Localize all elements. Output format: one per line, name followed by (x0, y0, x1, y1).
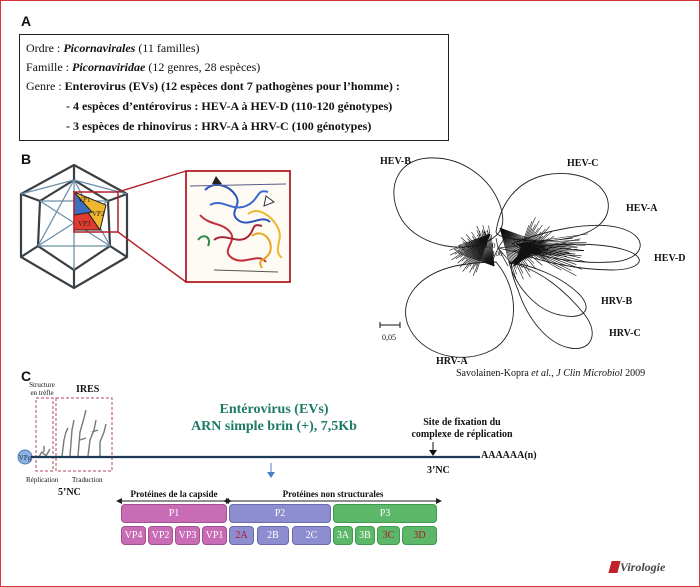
panel-label-a: A (21, 13, 32, 29)
protein-3b: 3B (355, 526, 375, 545)
tree-leaf-branch (499, 227, 517, 281)
tree-leaf-branch (499, 227, 529, 267)
tree-leaf-branch (482, 225, 495, 267)
tree-leaf-branch (499, 227, 530, 272)
scale-bar (379, 322, 401, 328)
tree-leaf-fans (449, 217, 589, 281)
bootstrap-label: 100 (492, 250, 503, 258)
clade-label-hrv-a: HRV-A (436, 356, 468, 367)
vp2-protein: VP2 (148, 526, 173, 545)
tree-leaf-branch (471, 231, 495, 267)
protein-3c: 3C (377, 526, 400, 545)
tree-leaf-branch (488, 225, 495, 267)
zoom-source-box (73, 191, 119, 233)
replication-label: Réplication (26, 476, 59, 484)
cloverleaf-label: Structure en trèfle (29, 381, 55, 397)
nonstructural-proteins-label: Protéines non structurales (282, 489, 384, 499)
five-nc-label: 5’NC (58, 487, 81, 498)
p2-region: P2 (229, 504, 331, 523)
p2-label: P2 (274, 508, 286, 519)
tree-leaf-branch (476, 225, 495, 267)
vp4-protein: VP4 (121, 526, 146, 545)
clade-outline-hev-a (511, 225, 641, 263)
vp1-protein: VP1 (202, 526, 227, 545)
taxonomy-ordre: Ordre : Picornavirales (11 familles) (26, 41, 200, 55)
genome-title-1: Entérovirus (EVs) (219, 402, 329, 417)
panel-label-c: C (21, 368, 32, 384)
tree-citation: Savolainen-Kopra et al., J Clin Microbio… (456, 368, 646, 379)
p1-label: P1 (168, 508, 180, 519)
capsid-vp2-label: VP2 (92, 210, 105, 218)
clade-outline-hev-b (393, 157, 504, 248)
p1-region: P1 (121, 504, 227, 523)
replication-site-label: Site de fixation du complexe de réplicat… (411, 417, 513, 440)
tree-leaf-branch (465, 234, 495, 267)
vpg-label: VPg (19, 454, 32, 462)
translation-arrow-head (267, 472, 275, 478)
bootstrap-label: 100 (485, 242, 496, 250)
tree-leaf-branch (499, 227, 524, 280)
scale-bar-label: 0,05 (382, 333, 396, 342)
capsid-vp3-label: VP3 (78, 220, 91, 228)
polya-tail-label: AAAAAA(n) (481, 450, 537, 461)
taxonomy-enterovirus-species: - 4 espèces d’entérovirus : HEV-A à HEV-… (66, 99, 393, 113)
capsid-vp1-label: VP1 (78, 196, 91, 204)
bootstrap-label: 100 (513, 237, 524, 245)
protein-2c: 2C (292, 526, 331, 545)
p3-label: P3 (379, 508, 391, 519)
taxonomy-famille: Famille : Picornaviridae (12 genres, 28 … (26, 60, 261, 74)
clade-label-hrv-c: HRV-C (609, 328, 641, 339)
genome-title-2: ARN simple brin (+), 7,5Kb (191, 419, 357, 434)
protein-3d: 3D (402, 526, 437, 545)
clade-label-hev-a: HEV-A (626, 203, 658, 214)
clade-label-hev-b: HEV-B (380, 156, 411, 167)
ires-box (55, 397, 113, 472)
panel-label-b: B (21, 151, 32, 167)
zoom-line-top (117, 170, 187, 193)
tree-leaf-branch (460, 237, 495, 267)
three-nc-label: 3’NC (427, 465, 450, 476)
tree-leaf-branch (458, 245, 495, 267)
cloverleaf-box (35, 397, 54, 472)
rna-stem-loops (37, 409, 107, 459)
zoom-line-bottom (117, 231, 187, 283)
tree-leaf-branch (499, 227, 517, 275)
protein-2a: 2A (229, 526, 254, 545)
p3-region: P3 (333, 504, 437, 523)
capsid-proteins-label: Protéines de la capside (130, 489, 218, 499)
tree-leaf-branch (513, 225, 530, 267)
bootstrap-label: 100 (478, 230, 489, 238)
tree-leaf-branch (499, 227, 524, 274)
taxonomy-rhinovirus-species: - 3 espèces de rhinovirus : HRV-A à HRV-… (66, 119, 372, 133)
tree-leaf-branch (454, 249, 495, 267)
vp3-protein: VP3 (175, 526, 200, 545)
site-arrow-head (429, 450, 437, 456)
taxonomy-genre: Genre : Enterovirus (EVs) (12 espèces do… (26, 79, 400, 93)
protomer-triangle (72, 190, 107, 232)
tree-leaf-branch (457, 252, 495, 267)
tree-leaf-branch (499, 227, 537, 270)
protein-3a: 3A (333, 526, 353, 545)
protein-ribbons (189, 176, 287, 273)
clade-outline-hrv-c (510, 262, 593, 350)
protein-2b: 2B (257, 526, 289, 545)
clade-label-hev-d: HEV-D (654, 253, 685, 264)
clade-label-hrv-b: HRV-B (601, 296, 632, 307)
clade-label-hev-c: HEV-C (567, 158, 598, 169)
protein-structure-box (185, 170, 291, 283)
tree-leaf-branch (499, 227, 531, 278)
ires-label: IRES (76, 384, 100, 395)
taxonomy-box: Ordre : Picornavirales (11 familles) Fam… (19, 34, 449, 141)
traduction-label: Traduction (72, 476, 103, 484)
virologie-logo: Virologie (620, 560, 666, 574)
